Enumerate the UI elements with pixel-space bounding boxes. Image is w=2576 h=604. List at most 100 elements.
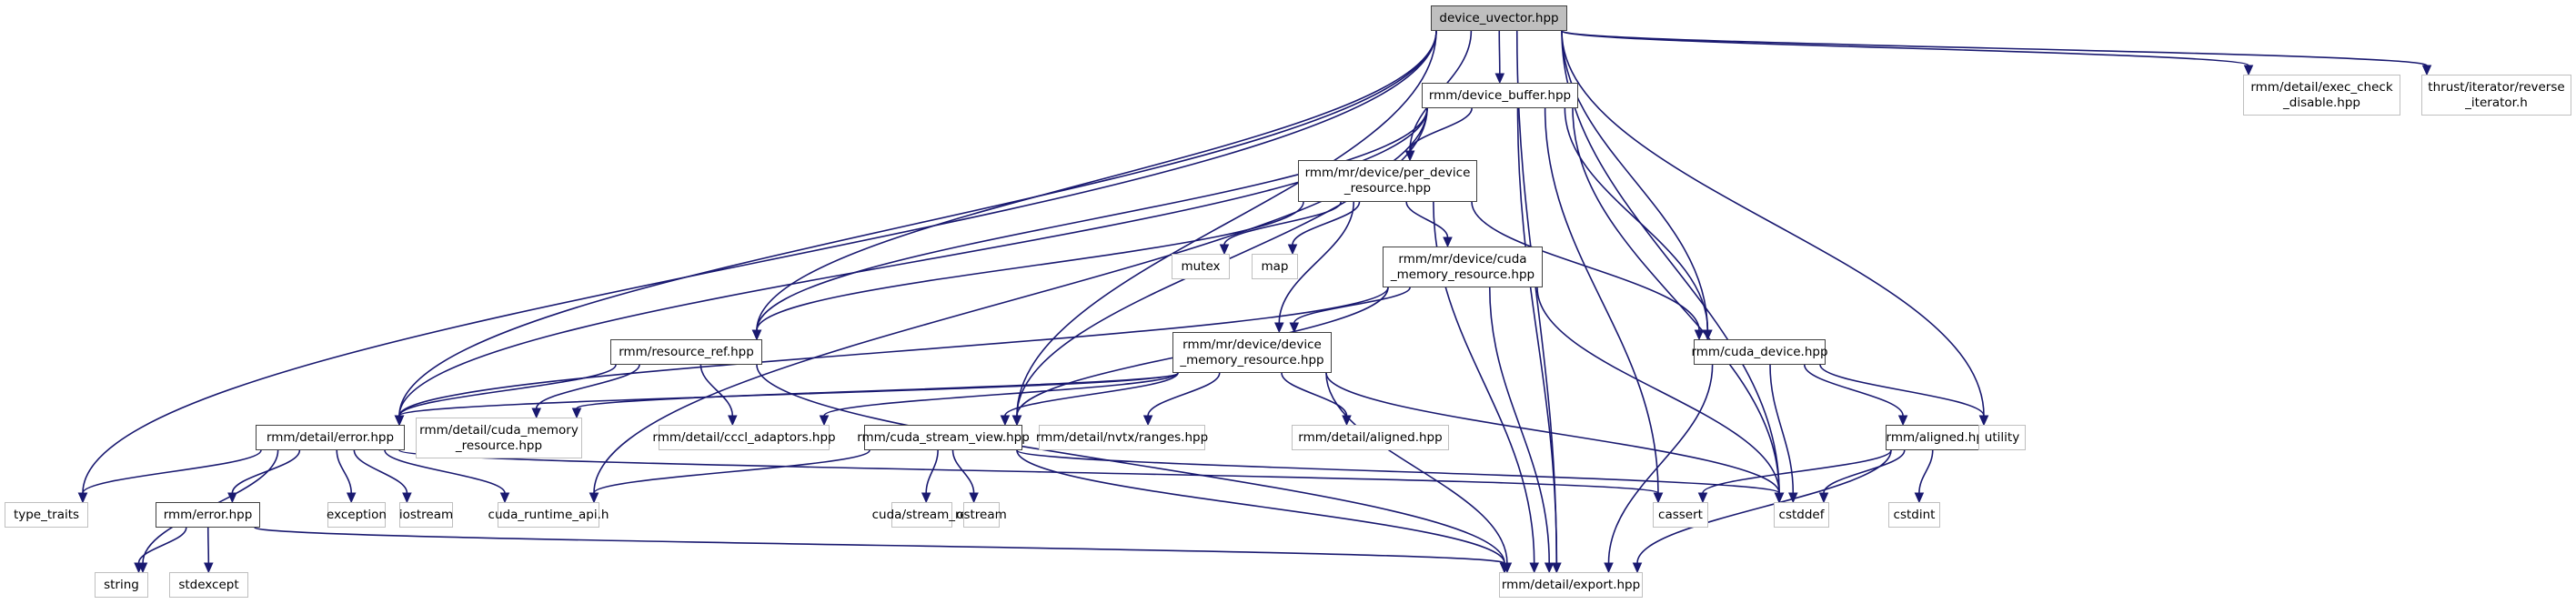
node-device-uvector[interactable]: device_uvector.hpp: [1431, 5, 1567, 31]
node-cuda-memory-resource[interactable]: rmm/mr/device/cuda _memory_resource.hpp: [1383, 247, 1543, 287]
edge-device_buffer-to-cassert: [1544, 107, 1659, 494]
edge-aligned-to-cstdint: [1918, 449, 1934, 494]
arrowhead-device_uvector-to-reverse_iterator: [2421, 65, 2432, 76]
node-aligned[interactable]: rmm/aligned.hpp: [1886, 425, 1992, 450]
edge-cuda_stream_view-to-cstddef: [1016, 449, 1780, 494]
edge-device_memory_resource-to-detail_cuda_memory_resource: [576, 372, 1179, 409]
node-cstdint[interactable]: cstdint: [1888, 502, 1940, 528]
edge-detail_error-to-cuda_runtime_api: [384, 449, 506, 494]
edge-per_device_resource-to-cuda_device: [1471, 201, 1700, 331]
arrowhead-device_uvector-to-device_buffer: [1494, 73, 1505, 85]
arrowhead-per_device_resource-to-cuda_device: [1694, 329, 1705, 341]
node-utility[interactable]: utility: [1978, 425, 2026, 450]
node-string[interactable]: string: [95, 572, 148, 598]
arrowhead-cuda_stream_view-to-cstddef: [1774, 492, 1785, 504]
edge-device_memory_resource-to-cccl_adaptors: [823, 372, 1179, 417]
arrowhead-cuda_memory_resource-to-export: [1544, 562, 1555, 574]
node-exception[interactable]: exception: [327, 502, 387, 528]
arrowhead-detail_error-to-error: [227, 492, 237, 504]
node-detail-cuda-memory-resource[interactable]: rmm/detail/cuda_memory _resource.hpp: [416, 418, 582, 458]
edge-detail_error-to-type_traits: [82, 449, 262, 494]
edge-cuda_memory_resource-to-cstddef: [1536, 287, 1780, 494]
edge-aligned-to-cstddef: [1823, 449, 1906, 494]
arrowhead-resource_ref-to-detail_cuda_memory_resource: [531, 408, 541, 419]
edge-cuda_memory_resource-to-export: [1488, 287, 1550, 564]
arrowhead-cuda_memory_resource-to-cuda_stream_view: [1011, 415, 1022, 427]
node-cstddef[interactable]: cstddef: [1774, 502, 1829, 528]
node-per-device-resource[interactable]: rmm/mr/device/per_device _resource.hpp: [1298, 160, 1477, 202]
edge-device_uvector-to-cuda_device: [1561, 30, 1708, 331]
node-detail-export[interactable]: rmm/detail/export.hpp: [1499, 572, 1643, 598]
node-cuda-runtime-api[interactable]: cuda_runtime_api.h: [488, 502, 609, 528]
arrowhead-aligned-to-cstdint: [1914, 492, 1925, 504]
edge-resource_ref-to-cccl_adaptors: [699, 364, 734, 417]
edge-error-to-string: [137, 527, 187, 564]
arrowhead-per_device_resource-to-export: [1529, 562, 1539, 574]
arrowhead-per_device_resource-to-map: [1287, 244, 1298, 256]
arrowhead-detail_error-to-iostream: [402, 492, 412, 504]
arrowhead-cuda_device-to-export: [1604, 562, 1614, 574]
node-cuda-device[interactable]: rmm/cuda_device.hpp: [1691, 339, 1828, 365]
arrowhead-per_device_resource-to-device_memory_resource: [1274, 322, 1284, 334]
arrowhead-cuda_stream_view-to-cuda_runtime_api: [589, 492, 599, 504]
edge-device_uvector-to-exec_check_disable: [1561, 30, 2249, 66]
arrowhead-per_device_resource-to-resource_ref: [751, 329, 762, 341]
arrowhead-detail_error-to-cassert: [1653, 492, 1664, 504]
node-detail-aligned[interactable]: rmm/detail/aligned.hpp: [1292, 425, 1449, 450]
edge-per_device_resource-to-map: [1292, 201, 1361, 246]
edge-aligned-to-cassert: [1702, 449, 1892, 494]
arrowhead-device_memory_resource-to-detail_error: [394, 415, 405, 427]
edge-device_uvector-to-reverse_iterator: [1561, 30, 2428, 66]
node-map[interactable]: map: [1252, 254, 1298, 279]
edge-cuda_stream_view-to-stream_ref: [925, 449, 939, 494]
node-device-buffer[interactable]: rmm/device_buffer.hpp: [1422, 83, 1578, 108]
arrowhead-cuda_memory_resource-to-device_memory_resource: [1289, 322, 1300, 334]
node-reverse-iterator[interactable]: thrust/iterator/reverse _iterator.h: [2421, 75, 2571, 116]
node-nvtx-ranges[interactable]: rmm/detail/nvtx/ranges.hpp: [1036, 425, 1208, 450]
node-ostream[interactable]: ostream: [956, 502, 1007, 528]
arrowhead-device_memory_resource-to-detail_cuda_memory_resource: [571, 408, 582, 419]
arrowhead-device_uvector-to-exec_check_disable: [2243, 65, 2254, 76]
edge-detail_error-to-iostream: [353, 449, 408, 494]
node-exec-check-disable[interactable]: rmm/detail/exec_check _disable.hpp: [2243, 75, 2400, 116]
arrowhead-error-to-string: [134, 562, 144, 574]
node-iostream[interactable]: iostream: [399, 502, 453, 528]
edge-device_memory_resource-to-cstddef: [1325, 372, 1780, 494]
edge-resource_ref-to-export: [756, 364, 1505, 564]
arrowhead-device_memory_resource-to-cuda_stream_view: [1000, 415, 1011, 427]
arrowhead-device_memory_resource-to-nvtx_ranges: [1142, 415, 1153, 427]
edge-cuda_device-to-cstddef: [1769, 364, 1795, 494]
arrowhead-detail_error-to-type_traits: [77, 492, 88, 504]
arrowhead-device_memory_resource-to-cccl_adaptors: [819, 415, 830, 427]
node-type-traits[interactable]: type_traits: [5, 502, 88, 528]
node-mutex[interactable]: mutex: [1172, 254, 1230, 279]
edge-device_buffer-to-detail_error: [398, 107, 1428, 417]
node-cccl-adaptors[interactable]: rmm/detail/cccl_adaptors.hpp: [652, 425, 836, 450]
node-resource-ref[interactable]: rmm/resource_ref.hpp: [610, 339, 762, 365]
edge-detail_error-to-exception: [336, 449, 352, 494]
edge-cuda_memory_resource-to-device_memory_resource: [1293, 287, 1411, 324]
arrowhead-detail_error-to-exception: [346, 492, 357, 504]
edge-device_buffer-to-cuda_device: [1564, 107, 1709, 331]
arrowhead-per_device_resource-to-cuda_memory_resource: [1443, 237, 1453, 248]
edge-device_uvector-to-type_traits: [82, 30, 1437, 494]
node-stdexcept[interactable]: stdexcept: [169, 572, 248, 598]
edge-error-to-export: [254, 527, 1505, 564]
edge-detail_error-to-cassert: [398, 449, 1659, 494]
arrowhead-cuda_device-to-utility: [1978, 415, 1989, 427]
arrowhead-cuda_device-to-aligned: [1897, 415, 1908, 427]
arrowhead-cuda_stream_view-to-export: [1499, 562, 1510, 574]
node-detail-error[interactable]: rmm/detail/error.hpp: [256, 425, 405, 450]
edge-cuda_device-to-export: [1607, 364, 1714, 564]
arrowhead-aligned-to-cstddef: [1818, 492, 1829, 504]
edge-error-to-stdexcept: [206, 527, 210, 564]
node-stream-ref[interactable]: cuda/stream_ref: [872, 502, 971, 528]
node-cassert[interactable]: cassert: [1653, 502, 1708, 528]
arrowhead-cuda_stream_view-to-stream_ref: [921, 492, 931, 504]
node-cuda-stream-view[interactable]: rmm/cuda_stream_view.hpp: [857, 425, 1030, 450]
node-error[interactable]: rmm/error.hpp: [156, 502, 260, 528]
edge-cuda_stream_view-to-export: [1016, 449, 1505, 564]
node-device-memory-resource[interactable]: rmm/mr/device/device _memory_resource.hp…: [1172, 332, 1332, 373]
